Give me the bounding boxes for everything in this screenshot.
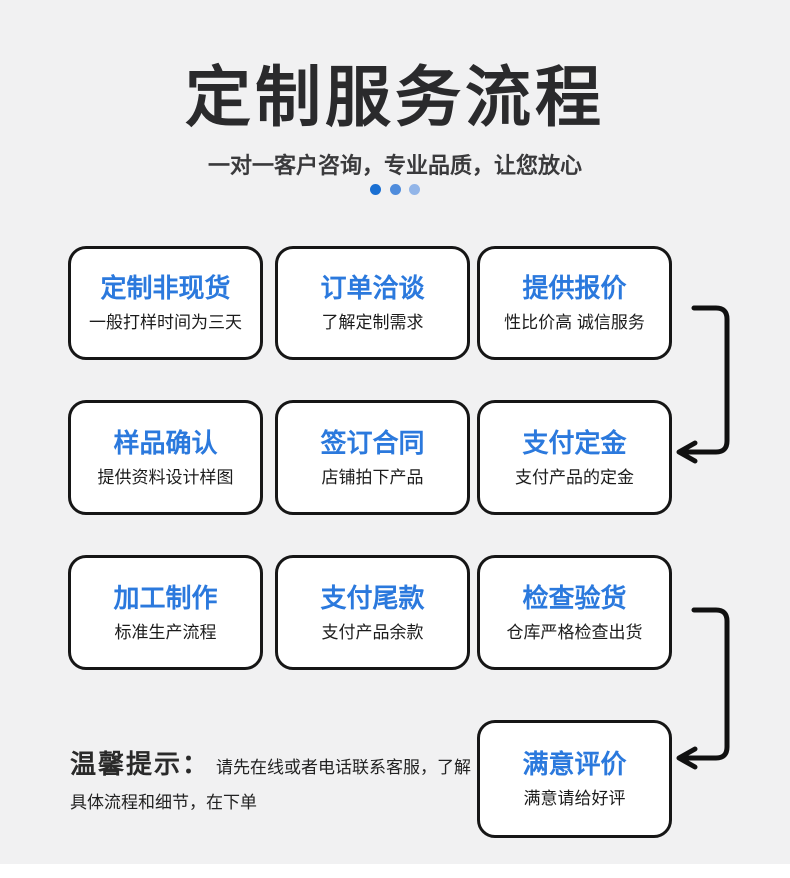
step-desc: 支付产品余款 <box>321 622 424 642</box>
dot-icon <box>408 184 420 195</box>
bottom-white-strip <box>0 864 790 878</box>
step-desc: 店铺拍下产品 <box>321 467 424 487</box>
step-desc: 提供资料设计样图 <box>97 467 234 487</box>
arrowhead-left-icon <box>676 746 698 770</box>
dot-icon <box>389 184 401 195</box>
step-box-processing: 加工制作 标准生产流程 <box>68 555 263 670</box>
connector-row1-to-row2 <box>676 305 730 464</box>
step-title: 签订合同 <box>320 427 425 458</box>
step-desc: 支付产品的定金 <box>515 467 634 487</box>
step-title: 满意评价 <box>522 749 627 779</box>
step-box-sample-confirmation: 样品确认 提供资料设计样图 <box>68 400 263 515</box>
pagination-dots <box>0 184 790 195</box>
step-desc: 仓库严格检查出货 <box>506 622 643 642</box>
step-title: 支付定金 <box>522 427 627 458</box>
step-box-custom-non-stock: 定制非现货 一般打样时间为三天 <box>68 246 263 360</box>
step-box-order-negotiation: 订单洽谈 了解定制需求 <box>275 246 470 360</box>
step-title: 定制非现货 <box>100 273 231 303</box>
step-box-pay-deposit: 支付定金 支付产品的定金 <box>477 400 672 515</box>
step-title: 检查验货 <box>522 582 627 613</box>
step-title: 提供报价 <box>522 273 627 303</box>
step-desc: 了解定制需求 <box>321 313 424 332</box>
step-desc: 满意请给好评 <box>523 789 626 808</box>
step-desc: 性比价高 诚信服务 <box>504 313 645 332</box>
connector-row3-to-row4 <box>676 607 730 770</box>
dot-icon <box>370 184 382 195</box>
step-title: 加工制作 <box>113 582 218 613</box>
warm-tip-text: 请先在线或者电话联系客服，了解具体流程和细节，在下单 <box>70 758 472 812</box>
step-box-pay-balance: 支付尾款 支付产品余款 <box>275 555 470 670</box>
step-title: 订单洽谈 <box>320 273 425 303</box>
step-box-satisfied-review: 满意评价 满意请给好评 <box>477 720 672 838</box>
step-box-inspection: 检查验货 仓库严格检查出货 <box>477 555 672 670</box>
step-title: 支付尾款 <box>320 582 425 613</box>
step-box-sign-contract: 签订合同 店铺拍下产品 <box>275 400 470 515</box>
step-desc: 标准生产流程 <box>114 622 217 642</box>
step-title: 样品确认 <box>113 427 218 458</box>
warm-tip-label: 温馨提示： <box>70 749 211 779</box>
page-title: 定制服务流程 <box>185 60 605 134</box>
warm-tip-notice: 温馨提示：请先在线或者电话联系客服，了解具体流程和细节，在下单 <box>70 742 482 817</box>
page-subtitle: 一对一客户咨询，专业品质，让您放心 <box>207 153 582 178</box>
arrowhead-left-icon <box>676 440 698 464</box>
step-desc: 一般打样时间为三天 <box>89 313 242 332</box>
step-box-provide-quote: 提供报价 性比价高 诚信服务 <box>477 246 672 360</box>
